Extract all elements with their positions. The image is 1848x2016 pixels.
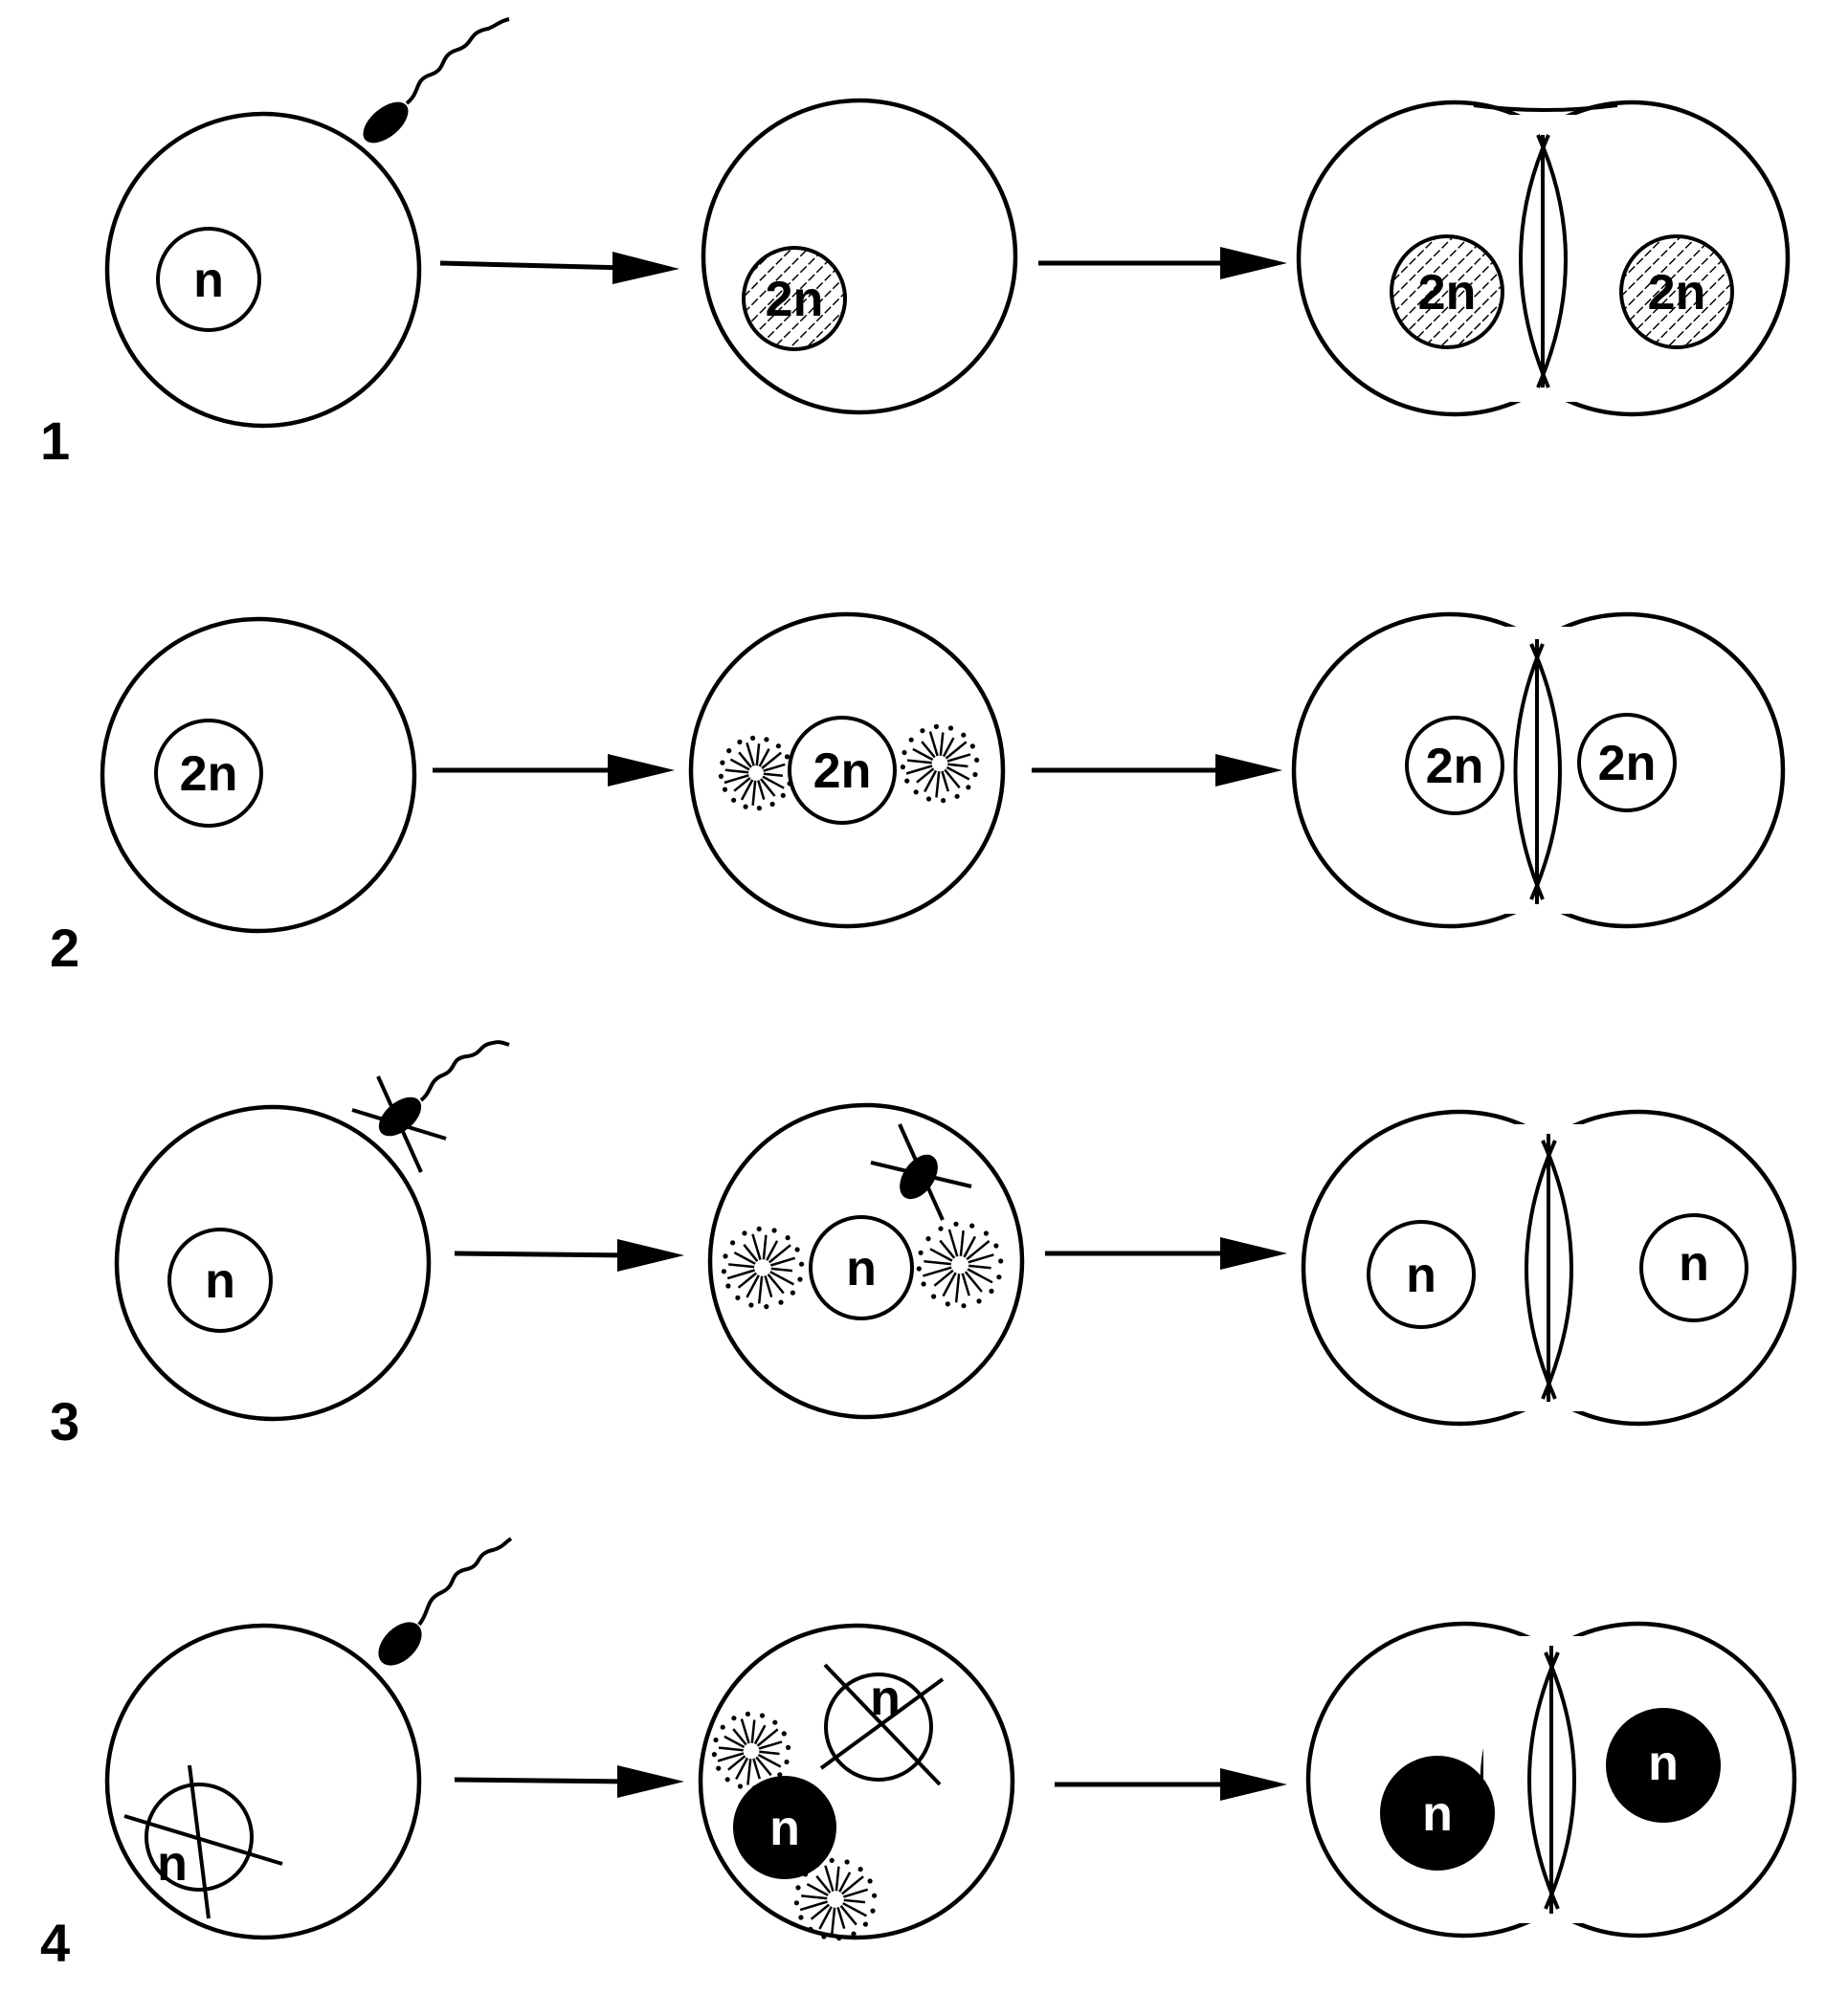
arrow-3a <box>454 1239 684 1272</box>
arrow-2b <box>1032 754 1282 786</box>
row-3-stage-3-two-cell: n n <box>1301 1109 1797 1427</box>
arrow-2a <box>433 754 675 786</box>
aster-icon <box>711 1711 791 1791</box>
row-number-2: 2 <box>50 918 79 978</box>
row-number-3: 3 <box>50 1391 79 1451</box>
nucleus-haploid-dark <box>1380 1756 1495 1871</box>
paternal-nucleus-dark <box>733 1776 836 1879</box>
crossed-out-mark <box>351 1075 447 1173</box>
nucleus-label: n <box>1406 1248 1436 1303</box>
row-1-stage-3-two-cell: 2n 2n <box>1296 100 1791 417</box>
nucleus-haploid <box>1367 1220 1476 1329</box>
nucleus-diploid <box>788 716 897 825</box>
nucleus-label: n <box>846 1241 877 1296</box>
nucleus-diploid <box>1577 713 1677 812</box>
nucleus-haploid <box>809 1215 914 1320</box>
row-2-stage-2-activated: 2n <box>688 611 1006 929</box>
row-4-stage-2-activated: n n <box>698 1623 1015 1941</box>
row-number-1: 1 <box>40 410 70 471</box>
row-3-stage-1-egg: n <box>114 1040 510 1422</box>
nucleus-label: 2n <box>1648 265 1706 321</box>
degenerating-sperm-icon <box>870 1123 972 1221</box>
aster-icon <box>721 1226 805 1310</box>
row-1-stage-2-zygote: 2n <box>701 98 1018 415</box>
aster-icon <box>900 723 980 804</box>
nucleus-label: 2n <box>1426 739 1484 794</box>
nucleus-haploid <box>1639 1213 1748 1322</box>
row-1: 1 n 2n <box>40 17 1791 471</box>
nucleus-haploid <box>167 1228 273 1333</box>
nucleus-label: n <box>193 253 224 308</box>
nucleus-label: 2n <box>1598 736 1657 791</box>
sperm-icon <box>363 17 510 144</box>
nucleus-label: n <box>1422 1786 1453 1842</box>
row-4-stage-1-egg: n <box>104 1537 513 1940</box>
nucleus-diploid-hatched <box>1619 234 1734 349</box>
row-4: 4 n n <box>40 1537 1797 1973</box>
crossed-out-mark <box>819 1663 945 1786</box>
egg-cell <box>114 1104 432 1422</box>
egg-cell <box>104 111 422 429</box>
nucleus-label: 2n <box>813 743 872 799</box>
aster-icon <box>916 1221 1004 1309</box>
sperm-icon <box>378 1537 513 1666</box>
nucleus-label: n <box>1648 1736 1679 1791</box>
row-2: 2 2n 2n 2n <box>50 611 1786 978</box>
arrow-3b <box>1045 1237 1287 1270</box>
arrow-1b <box>1038 247 1287 279</box>
nucleus-label: n <box>157 1836 188 1892</box>
nucleus-diploid <box>154 719 263 828</box>
sperm-icon <box>378 1040 510 1137</box>
aster-icon <box>718 735 794 811</box>
nucleus-haploid <box>156 227 261 332</box>
zygote-cell <box>701 98 1018 415</box>
row-3-stage-2-activated: n <box>707 1102 1025 1420</box>
nucleus-label: 2n <box>766 272 824 327</box>
nucleus-diploid <box>1405 716 1504 815</box>
egg-cell <box>104 1623 422 1940</box>
nucleus-label: 2n <box>180 746 238 802</box>
nucleus-label: 2n <box>1418 265 1477 321</box>
nucleus-label: n <box>205 1253 235 1309</box>
row-1-stage-1-egg: n <box>104 17 510 429</box>
nucleus-label: n <box>769 1801 800 1856</box>
aster-icon <box>793 1857 878 1941</box>
row-2-stage-3-two-cell: 2n 2n <box>1291 611 1786 929</box>
row-3: 3 n n <box>50 1040 1797 1451</box>
nucleus-haploid-dark <box>1606 1708 1721 1823</box>
crossed-out-mark <box>123 1764 283 1919</box>
row-number-4: 4 <box>40 1913 70 1973</box>
nucleus-label: n <box>1679 1236 1709 1292</box>
arrow-4b <box>1055 1768 1287 1801</box>
row-4-stage-3-two-cell: n n <box>1305 1621 1797 1938</box>
row-2-stage-1-egg: 2n <box>100 616 417 934</box>
arrow-4a <box>454 1765 684 1798</box>
arrow-1a <box>439 252 679 284</box>
nucleus-diploid-hatched <box>1390 234 1504 349</box>
nucleus-diploid-hatched <box>742 246 847 351</box>
